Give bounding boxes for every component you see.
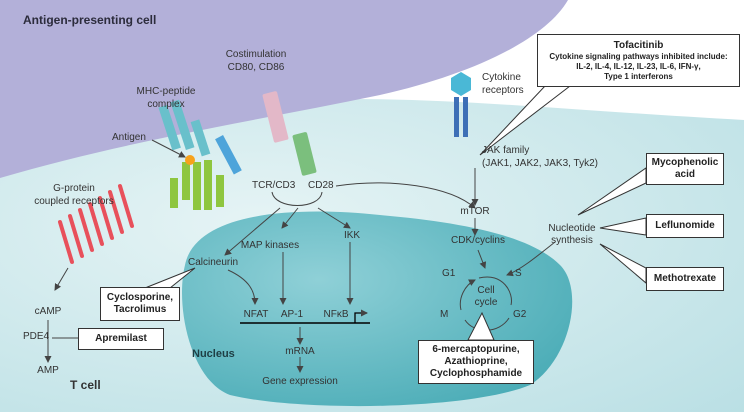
nucleotide-label-2: synthesis (551, 235, 593, 246)
m-label: M (440, 309, 449, 320)
gpcr-label-2: coupled receptors (34, 196, 114, 207)
tcr-cd28-join (271, 191, 323, 206)
transcription-start (354, 309, 368, 323)
gpcr-camp-arrow (54, 267, 69, 291)
cell-cycle-label-2: cycle (474, 297, 498, 308)
tcr-calcineurin-arrow (224, 207, 281, 256)
ap1-label: AP-1 (280, 309, 304, 320)
ikk-label: IKK (343, 230, 361, 241)
g2-label: G2 (513, 309, 527, 320)
cd28-mtor-arrow (335, 182, 476, 209)
mercaptopurine-line-1: 6-mercaptopurine, (432, 344, 520, 355)
tofacitinib-title: Tofacitinib (613, 39, 664, 51)
gene-expression-label: Gene expression (262, 376, 338, 387)
g1-label: G1 (442, 268, 456, 279)
pde4-label: PDE4 (22, 331, 50, 342)
jak-members-label: (JAK1, JAK2, JAK3, Tyk2) (482, 158, 598, 169)
antigen-dot (185, 155, 195, 165)
tofacitinib-line-2: IL-2, IL-4, IL-12, IL-23, IL-6, IFN-γ, (576, 61, 701, 71)
camp-label: cAMP (34, 306, 62, 317)
nucleus-title: Nucleus (192, 348, 235, 360)
calcineurin-label: Calcineurin (187, 257, 239, 268)
calcineurin-nfat-arrow (227, 269, 259, 305)
mercaptopurine-line-2: Azathioprine, (444, 356, 508, 367)
amp-label: AMP (37, 365, 59, 376)
s-label: S (515, 268, 522, 279)
mycophenolic-acid-box: Mycophenolic acid (646, 153, 724, 185)
apremilast-text: Apremilast (95, 333, 147, 344)
tcr-mapk-arrow (281, 207, 299, 229)
mhc-label-1: MHC-peptide (136, 86, 196, 97)
map-kinases-label: MAP kinases (240, 240, 300, 251)
costimulation-label: Costimulation (225, 49, 287, 60)
mtor-label: mTOR (460, 206, 490, 217)
tofacitinib-line-3: Type 1 interferons (604, 71, 673, 81)
mhc-peptide-complex (158, 99, 211, 157)
cyclosporine-line-2: Tacrolimus (113, 304, 167, 315)
mercaptopurine-box: 6-mercaptopurine, Azathioprine, Cyclopho… (418, 340, 534, 384)
cytokine-receptor (451, 72, 471, 137)
costimulation-receptor (262, 91, 317, 176)
methotrexate-text: Methotrexate (653, 273, 717, 284)
antigen-label: Antigen (112, 132, 146, 143)
cytokine-label-1: Cytokine (482, 72, 521, 83)
cd80-cd86-label: CD80, CD86 (227, 62, 285, 73)
nucleotide-label-1: Nucleotide (548, 223, 596, 234)
mycophenolic-line-2: acid (674, 169, 695, 180)
cdk-cycle-arrow (477, 249, 487, 269)
methotrexate-box: Methotrexate (646, 267, 724, 291)
nucleotide-arrow (506, 241, 556, 277)
tcr-cd3-complex (170, 134, 242, 210)
cell-cycle-label-1: Cell (477, 285, 495, 296)
nfat-label: NFAT (243, 309, 269, 320)
mhc-label-2: complex (147, 99, 185, 110)
tcr-ikk-arrow (317, 207, 351, 229)
cyclosporine-box: Cyclosporine, Tacrolimus (100, 287, 180, 321)
apc-membrane (0, 0, 568, 178)
mycophenolic-line-1: Mycophenolic (651, 157, 719, 168)
cdk-label: CDK/cyclins (451, 235, 505, 246)
gpcr (58, 184, 134, 264)
mercaptopurine-line-3: Cyclophosphamide (429, 368, 523, 379)
mrna-label: mRNA (285, 346, 315, 357)
tofacitinib-box: Tofacitinib Cytokine signaling pathways … (537, 34, 740, 87)
cyclosporine-line-1: Cyclosporine, (106, 292, 174, 303)
apc-title: Antigen-presenting cell (23, 13, 157, 27)
jak-label: JAK family (482, 145, 530, 156)
tofacitinib-line-1: Cytokine signaling pathways inhibited in… (549, 51, 728, 61)
t-cell-title: T cell (70, 378, 101, 392)
leflunomide-box: Leflunomide (646, 214, 724, 238)
gpcr-label-1: G-protein (53, 183, 95, 194)
apremilast-box: Apremilast (78, 328, 164, 350)
leflunomide-text: Leflunomide (655, 220, 715, 231)
tcr-label: TCR/CD3 (252, 180, 296, 191)
cd28-label: CD28 (308, 180, 334, 191)
nfkb-label: NFκB (323, 309, 349, 320)
antigen-arrow (151, 139, 186, 158)
cytokine-label-2: receptors (482, 85, 524, 96)
